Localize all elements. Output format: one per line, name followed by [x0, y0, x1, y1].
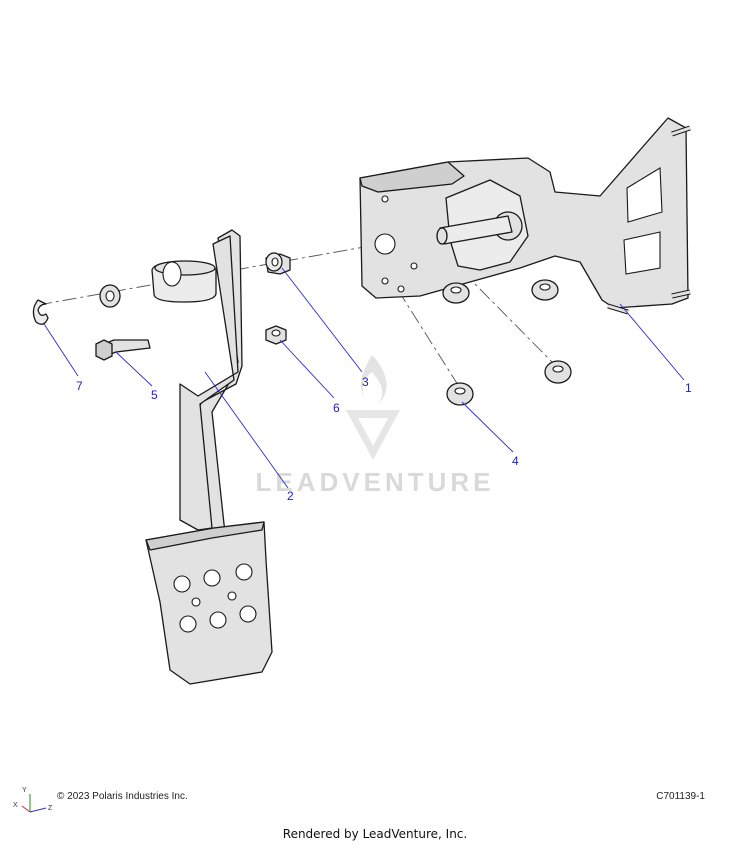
watermark-flame-logo [360, 355, 387, 404]
watermark-v-logo [346, 410, 400, 460]
washer [99, 284, 121, 308]
callout-4: 4 [512, 454, 519, 468]
callout-2: 2 [287, 489, 294, 503]
rendered-by-credit: Rendered by LeadVenture, Inc. [282, 827, 468, 841]
callout-5: 5 [151, 388, 158, 402]
part-2-pedal-arm [145, 229, 273, 685]
pedal-pad-holes [173, 563, 257, 633]
part-4-nuts [446, 360, 572, 406]
part-7-retaining-clip [32, 299, 49, 325]
copyright-text: © 2023 Polaris Industries Inc. [57, 791, 188, 802]
part-6-nut [265, 325, 287, 345]
axis-triad: Y X Z [13, 787, 53, 813]
callout-labels: 1 2 3 4 5 6 7 [76, 375, 692, 503]
watermark-text: LEADVENTURE [255, 467, 494, 497]
callout-1: 1 [685, 381, 692, 395]
callout-6: 6 [333, 401, 340, 415]
axis-label-y: Y [22, 787, 27, 794]
leader-lines [43, 267, 685, 489]
part-3-bushing [265, 252, 291, 275]
callout-3: 3 [362, 375, 369, 389]
watermark: LEADVENTURE [255, 355, 494, 497]
callout-7: 7 [76, 379, 83, 393]
part-1-mounting-bracket [359, 117, 691, 315]
part-5-shoulder-bolt [95, 339, 151, 361]
axis-label-x: X [13, 802, 18, 809]
drawing-number: C701139-1 [656, 791, 705, 802]
axis-label-z: Z [48, 805, 53, 812]
